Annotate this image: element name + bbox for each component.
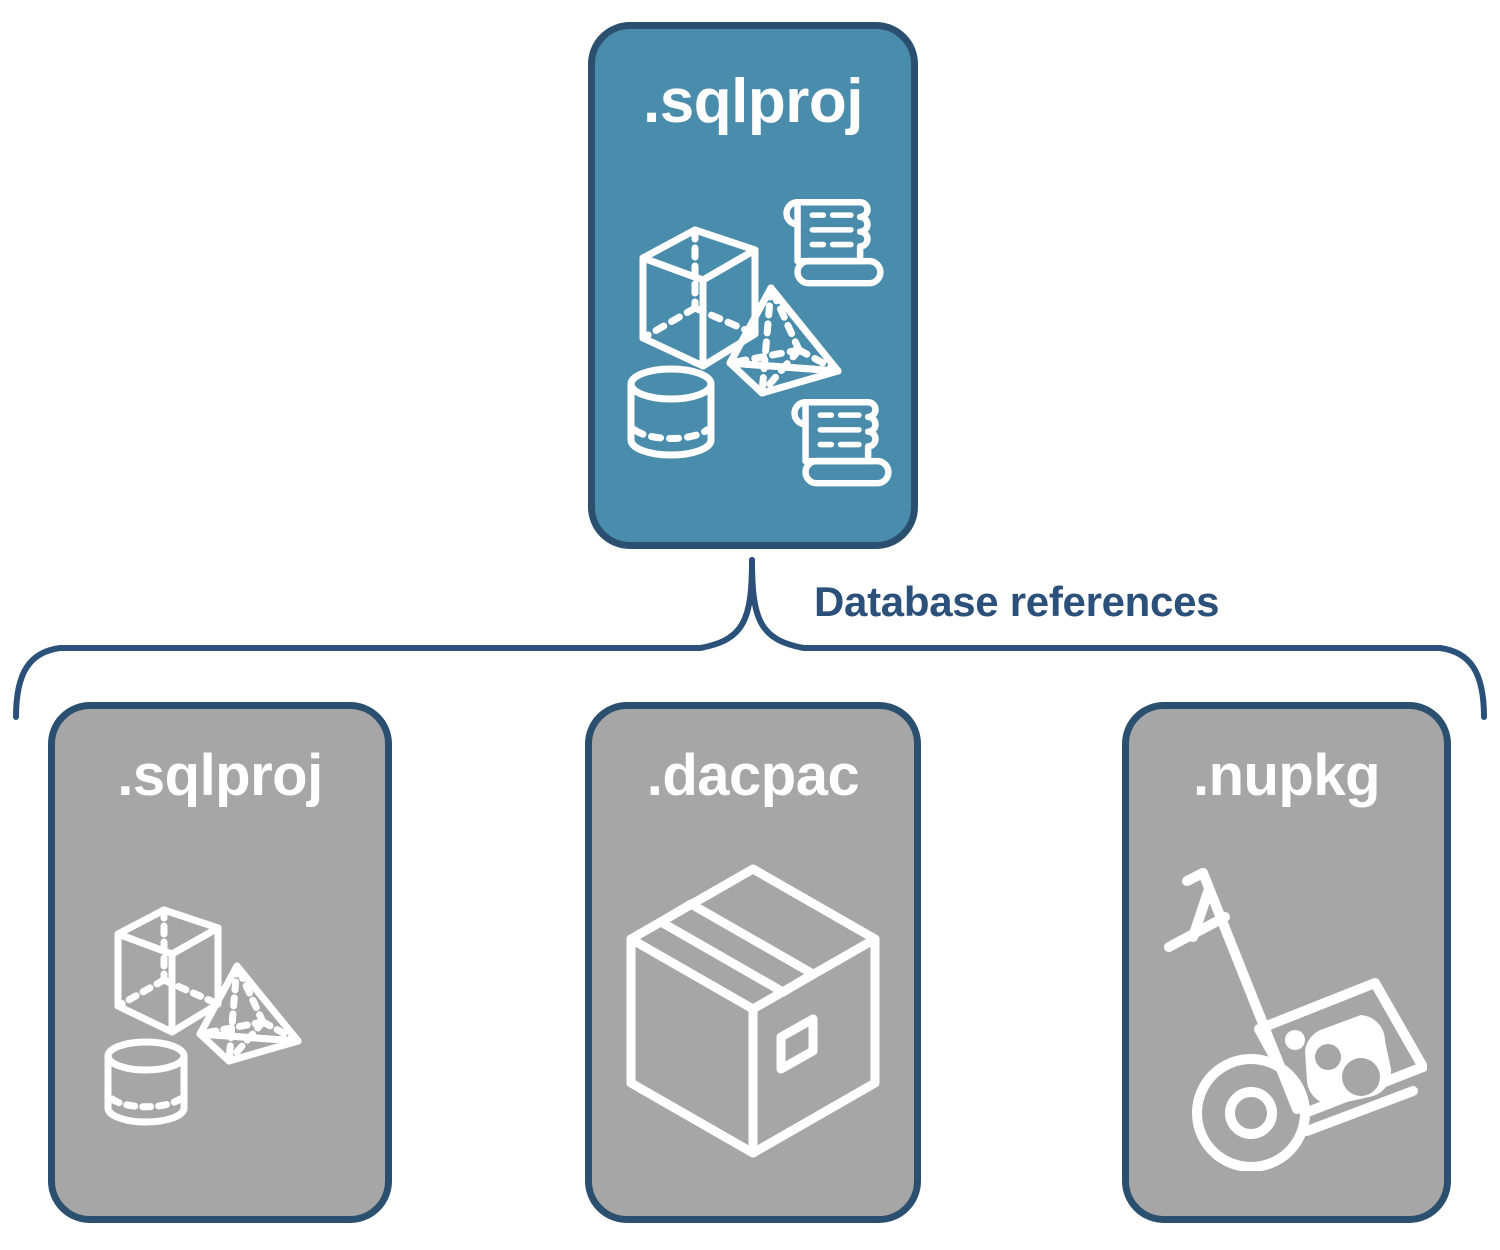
node-title: .sqlproj: [117, 743, 323, 808]
node-title: .nupkg: [1192, 743, 1381, 808]
node-title: .sqlproj: [643, 67, 863, 136]
node-icon-group: [55, 805, 385, 1216]
node-icon-group: [595, 133, 911, 542]
cylinder-icon: [104, 1038, 188, 1125]
pyramid-icon: [726, 284, 842, 396]
node-title: .dacpac: [646, 743, 860, 808]
shapes-icon: [104, 906, 302, 1125]
node-icon-group: [592, 805, 914, 1216]
node-sqlproj-reference[interactable]: .sqlproj: [48, 702, 392, 1223]
node-sqlproj-root[interactable]: .sqlproj: [588, 22, 918, 549]
nuget-logo-holes: [1314, 1043, 1380, 1096]
node-icon-group: [1129, 805, 1444, 1216]
bracket-label: Database references: [814, 578, 1220, 625]
package-box-icon: [626, 864, 880, 1157]
cylinder-icon: [627, 365, 715, 458]
scroll-icon: [783, 198, 884, 286]
hand-truck-nuget-icon: [1163, 867, 1427, 1171]
node-nupkg-reference[interactable]: .nupkg: [1122, 702, 1451, 1223]
pyramid-icon: [196, 962, 302, 1064]
cube-icon: [114, 906, 222, 1035]
shapes-and-scrolls-icon: [627, 198, 892, 486]
scroll-icon: [791, 398, 892, 486]
node-dacpac-reference[interactable]: .dacpac: [585, 702, 921, 1223]
